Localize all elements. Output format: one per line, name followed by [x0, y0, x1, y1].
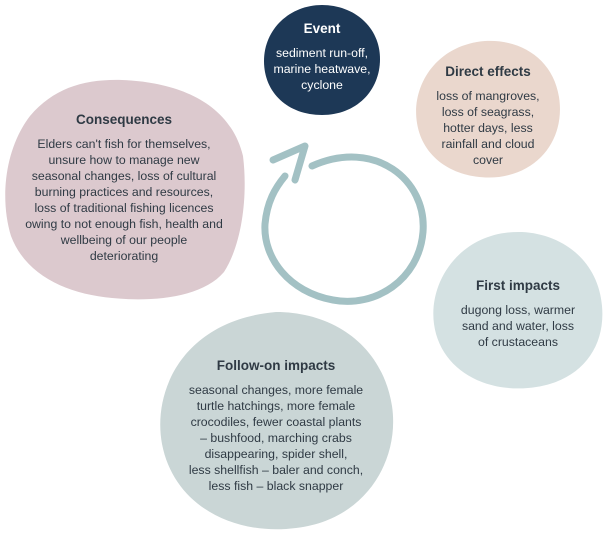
direct-effects-line: loss of mangroves, — [436, 89, 540, 103]
direct-effects-line: loss of seagrass, — [441, 105, 535, 119]
cycle-arrow-icon — [261, 142, 427, 305]
consequences-node: Consequences Elders can't fish for thems… — [2, 76, 246, 302]
follow-on-impacts-line: less shellfish – baler and conch, — [188, 463, 364, 477]
first-impacts-blob-shape — [433, 231, 603, 389]
cycle-arrow-head — [269, 142, 309, 184]
consequences-line: owing to not enough fish, health and — [25, 217, 223, 231]
direct-effects-blob-shape — [416, 40, 560, 178]
consequences-line: Elders can't fish for themselves, — [37, 137, 211, 151]
consequences-line: burning practices and resources, — [34, 185, 214, 199]
event-blob-shape — [264, 5, 380, 115]
follow-on-impacts-node: Follow-on impacts seasonal changes, more… — [156, 310, 396, 532]
first-impacts-title: First impacts — [475, 278, 561, 293]
direct-effects-line: hotter days, less — [443, 121, 533, 135]
direct-effects-title: Direct effects — [445, 64, 531, 79]
event-line: sediment run-off, — [275, 46, 369, 60]
direct-effects-line: rainfall and cloud — [441, 137, 535, 151]
consequences-line: wellbeing of our people — [60, 233, 188, 247]
follow-on-impacts-blob-shape — [160, 312, 394, 530]
direct-effects-node: Direct effects loss of mangroves, loss o… — [413, 39, 563, 179]
first-impacts-node: First impacts dugong loss, warmer sand a… — [432, 230, 604, 390]
consequences-title: Consequences — [75, 112, 173, 127]
first-impacts-line: sand and water, loss — [461, 319, 575, 333]
first-impacts-line: of crustaceans — [478, 335, 558, 349]
direct-effects-line: cover — [472, 153, 504, 167]
event-line: cyclone — [301, 78, 343, 92]
event-line: marine heatwave, — [273, 62, 371, 76]
event-node: Event sediment run-off, marine heatwave,… — [262, 3, 382, 117]
follow-on-impacts-line: less fish – black snapper — [208, 479, 344, 493]
consequences-line: loss of traditional fishing licences — [34, 201, 214, 215]
follow-on-impacts-title: Follow-on impacts — [216, 358, 336, 373]
follow-on-impacts-line: disappearing, spider shell, — [204, 447, 348, 461]
cycle-arrow-ring — [261, 153, 427, 305]
first-impacts-line: dugong loss, warmer — [460, 303, 576, 317]
consequences-line: unsure how to manage new — [48, 153, 200, 167]
follow-on-impacts-line: – bushfood, marching crabs — [200, 431, 352, 445]
follow-on-impacts-line: turtle hatchings, more female — [196, 399, 356, 413]
consequences-blob-shape — [5, 79, 245, 300]
consequences-line: deteriorating — [89, 249, 159, 263]
consequences-line: seasonal changes, loss of cultural — [31, 169, 217, 183]
follow-on-impacts-line: seasonal changes, more female — [188, 383, 364, 397]
follow-on-impacts-line: crocodiles, fewer coastal plants — [190, 415, 362, 429]
event-title: Event — [303, 21, 341, 36]
